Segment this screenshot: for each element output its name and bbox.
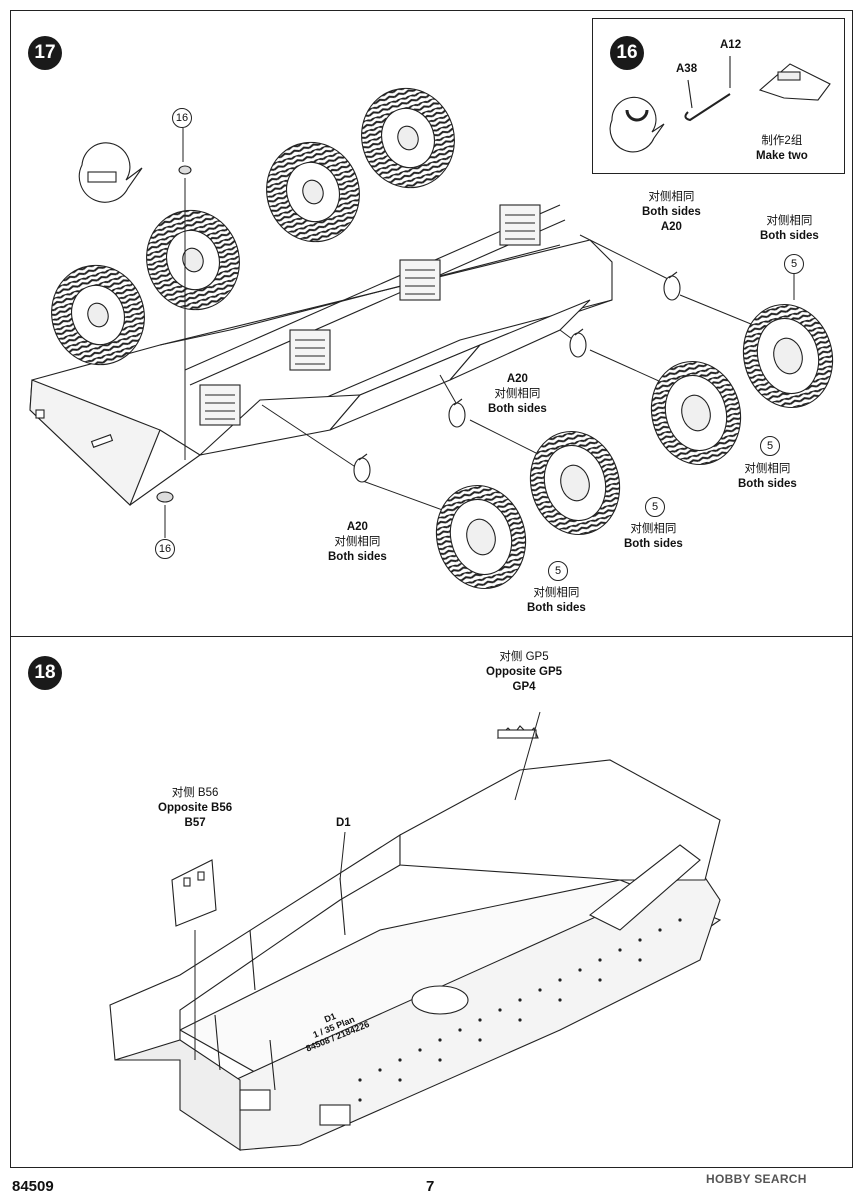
chassis-drawing	[29, 165, 613, 506]
installed-wheels	[51, 87, 455, 366]
page-number: 7	[426, 1178, 435, 1195]
model-number: 84509	[12, 1178, 54, 1195]
label-a20-mid: A20 对侧相同 Both sides	[488, 373, 547, 415]
label-wheel-2: 对侧相同 Both sides	[738, 463, 797, 490]
ref-5-wheel-4: 5	[548, 561, 568, 581]
label-gp-parts: 对侧 GP5 Opposite GP5 GP4	[486, 651, 563, 693]
ref-16-bottom: 16	[155, 539, 175, 559]
label-a20-top: 对侧相同 Both sides A20	[642, 191, 701, 233]
step-18-badge: 18	[28, 656, 62, 690]
make-two-note: 制作2组 Make two	[756, 135, 808, 162]
ref-16-top: 16	[172, 108, 192, 128]
step-17-badge: 17	[28, 36, 62, 70]
hull-rivets	[358, 918, 682, 1102]
step-divider	[10, 636, 853, 637]
watermark: HOBBY SEARCH	[706, 1172, 807, 1186]
detail-bubble	[78, 142, 143, 203]
hub-caps-a20	[353, 271, 681, 483]
gp4-part	[496, 725, 539, 739]
page-frame	[10, 10, 853, 1168]
step16-inset-box	[592, 18, 845, 174]
part-a12-label: A12	[720, 39, 742, 51]
label-a20-left: A20 对侧相同 Both sides	[328, 521, 387, 563]
part-d1-label: D1	[336, 817, 351, 829]
ref-5-wheel-3: 5	[645, 497, 665, 517]
step-16-badge: 16	[610, 36, 644, 70]
part-a38-label: A38	[676, 63, 698, 75]
label-b-parts: 对侧 B56 Opposite B56 B57	[158, 787, 233, 829]
b57-plate	[171, 859, 217, 927]
label-wheel-3: 对侧相同 Both sides	[624, 523, 683, 550]
label-wheel-4: 对侧相同 Both sides	[527, 587, 586, 614]
loose-wheels	[435, 303, 834, 590]
hull-tub-drawing	[109, 759, 722, 1152]
ref-5-wheel-1: 5	[784, 254, 804, 274]
ref-5-wheel-2: 5	[760, 436, 780, 456]
label-wheel-1: 对侧相同 Both sides	[760, 215, 819, 242]
step16-parts	[609, 56, 831, 153]
